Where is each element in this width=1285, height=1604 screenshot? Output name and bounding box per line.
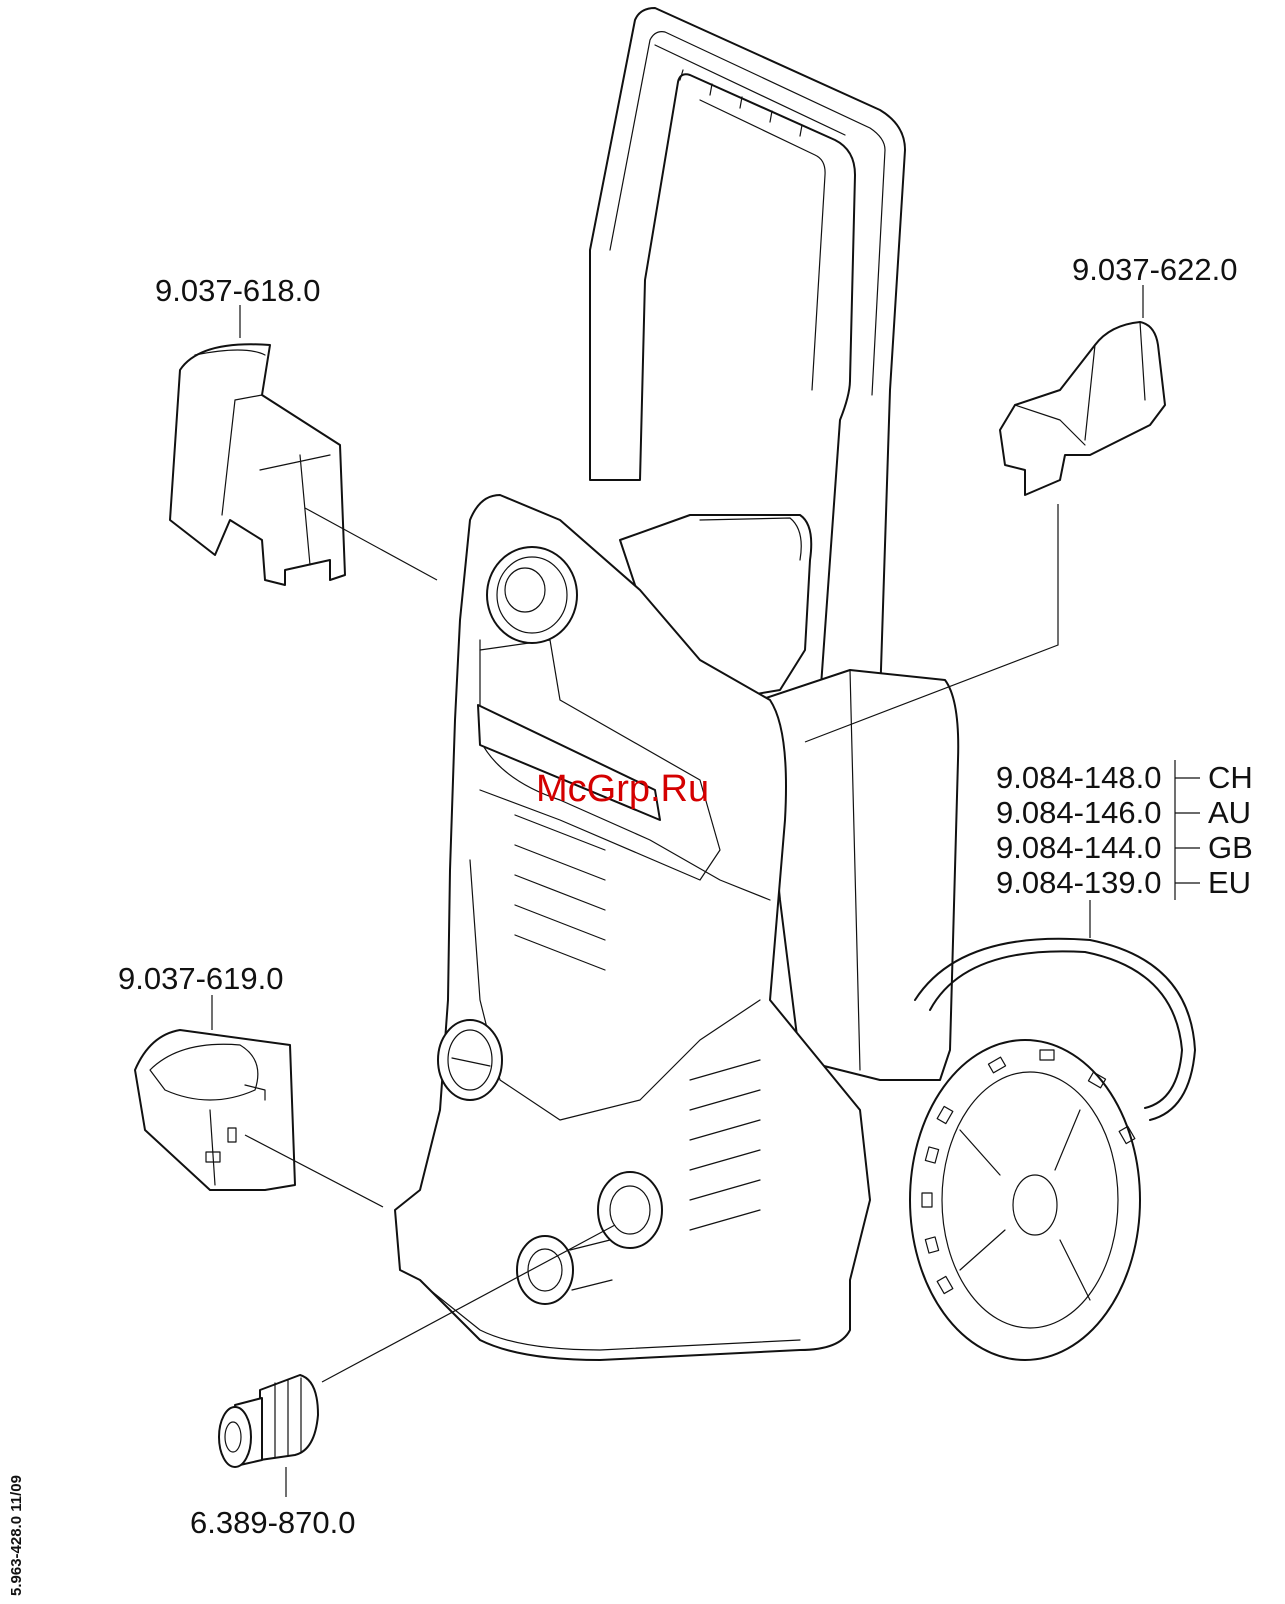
document-number: 5.963-428.0 11/09 <box>8 1475 25 1596</box>
variant-country: AU <box>1208 797 1251 828</box>
variant-code: 9.084-139.0 <box>996 867 1161 898</box>
variant-country: CH <box>1208 762 1253 793</box>
variant-country: EU <box>1208 867 1251 898</box>
part-holder-right-top <box>1000 322 1165 495</box>
wheel <box>910 1040 1140 1360</box>
variant-country: GB <box>1208 832 1253 863</box>
part-label-hose-connector: 6.389-870.0 <box>190 1507 355 1538</box>
part-holder-left-top <box>170 344 345 585</box>
main-switch <box>438 1020 502 1100</box>
part-holder-left-bottom <box>135 1030 295 1190</box>
variant-code: 9.084-146.0 <box>996 797 1161 828</box>
pressure-dial <box>487 547 577 643</box>
variant-code: 9.084-144.0 <box>996 832 1161 863</box>
part-label-holder-left-top: 9.037-618.0 <box>155 275 320 306</box>
part-label-holder-right-top: 9.037-622.0 <box>1072 254 1237 285</box>
watermark: McGrp.Ru <box>536 768 709 811</box>
part-hose-connector <box>219 1375 318 1467</box>
part-label-holder-left-bottom: 9.037-619.0 <box>118 963 283 994</box>
variant-code: 9.084-148.0 <box>996 762 1161 793</box>
